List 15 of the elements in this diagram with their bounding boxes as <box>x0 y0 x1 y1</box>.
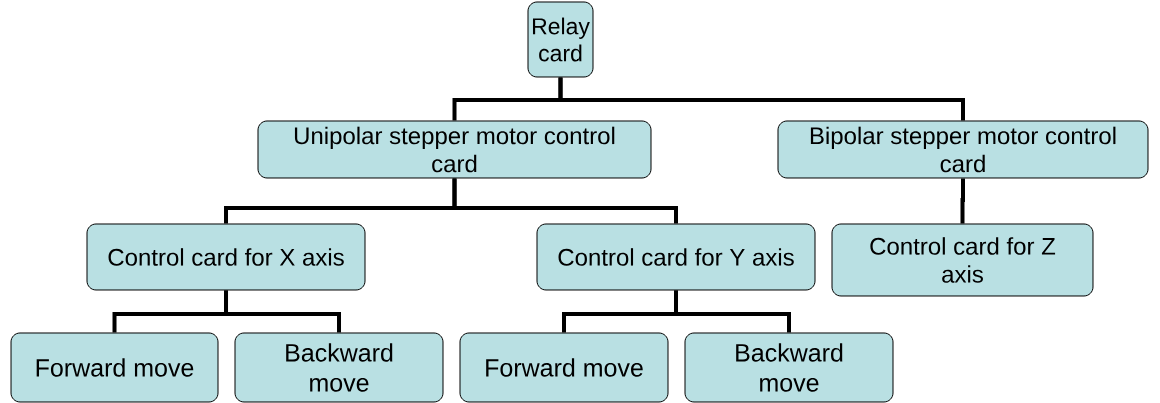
org-box: Forward move <box>10 332 219 403</box>
org-box: Bipolar stepper motor control card <box>777 120 1149 179</box>
org-box: Relay card <box>527 1 594 78</box>
org-box: Unipolar stepper motor control card <box>257 120 652 179</box>
connector-line <box>452 178 678 224</box>
org-box: Control card for X axis <box>86 223 366 291</box>
org-box: Control card for Z axis <box>831 223 1094 297</box>
connector-line <box>224 290 341 333</box>
connector-line <box>960 178 965 224</box>
org-box: Backward move <box>234 332 444 403</box>
org-box: Forward move <box>459 332 669 403</box>
org-box: Control card for Y axis <box>536 223 816 291</box>
connector-line <box>674 290 791 333</box>
connector-line <box>558 77 965 121</box>
org-box: Backward move <box>684 332 894 403</box>
